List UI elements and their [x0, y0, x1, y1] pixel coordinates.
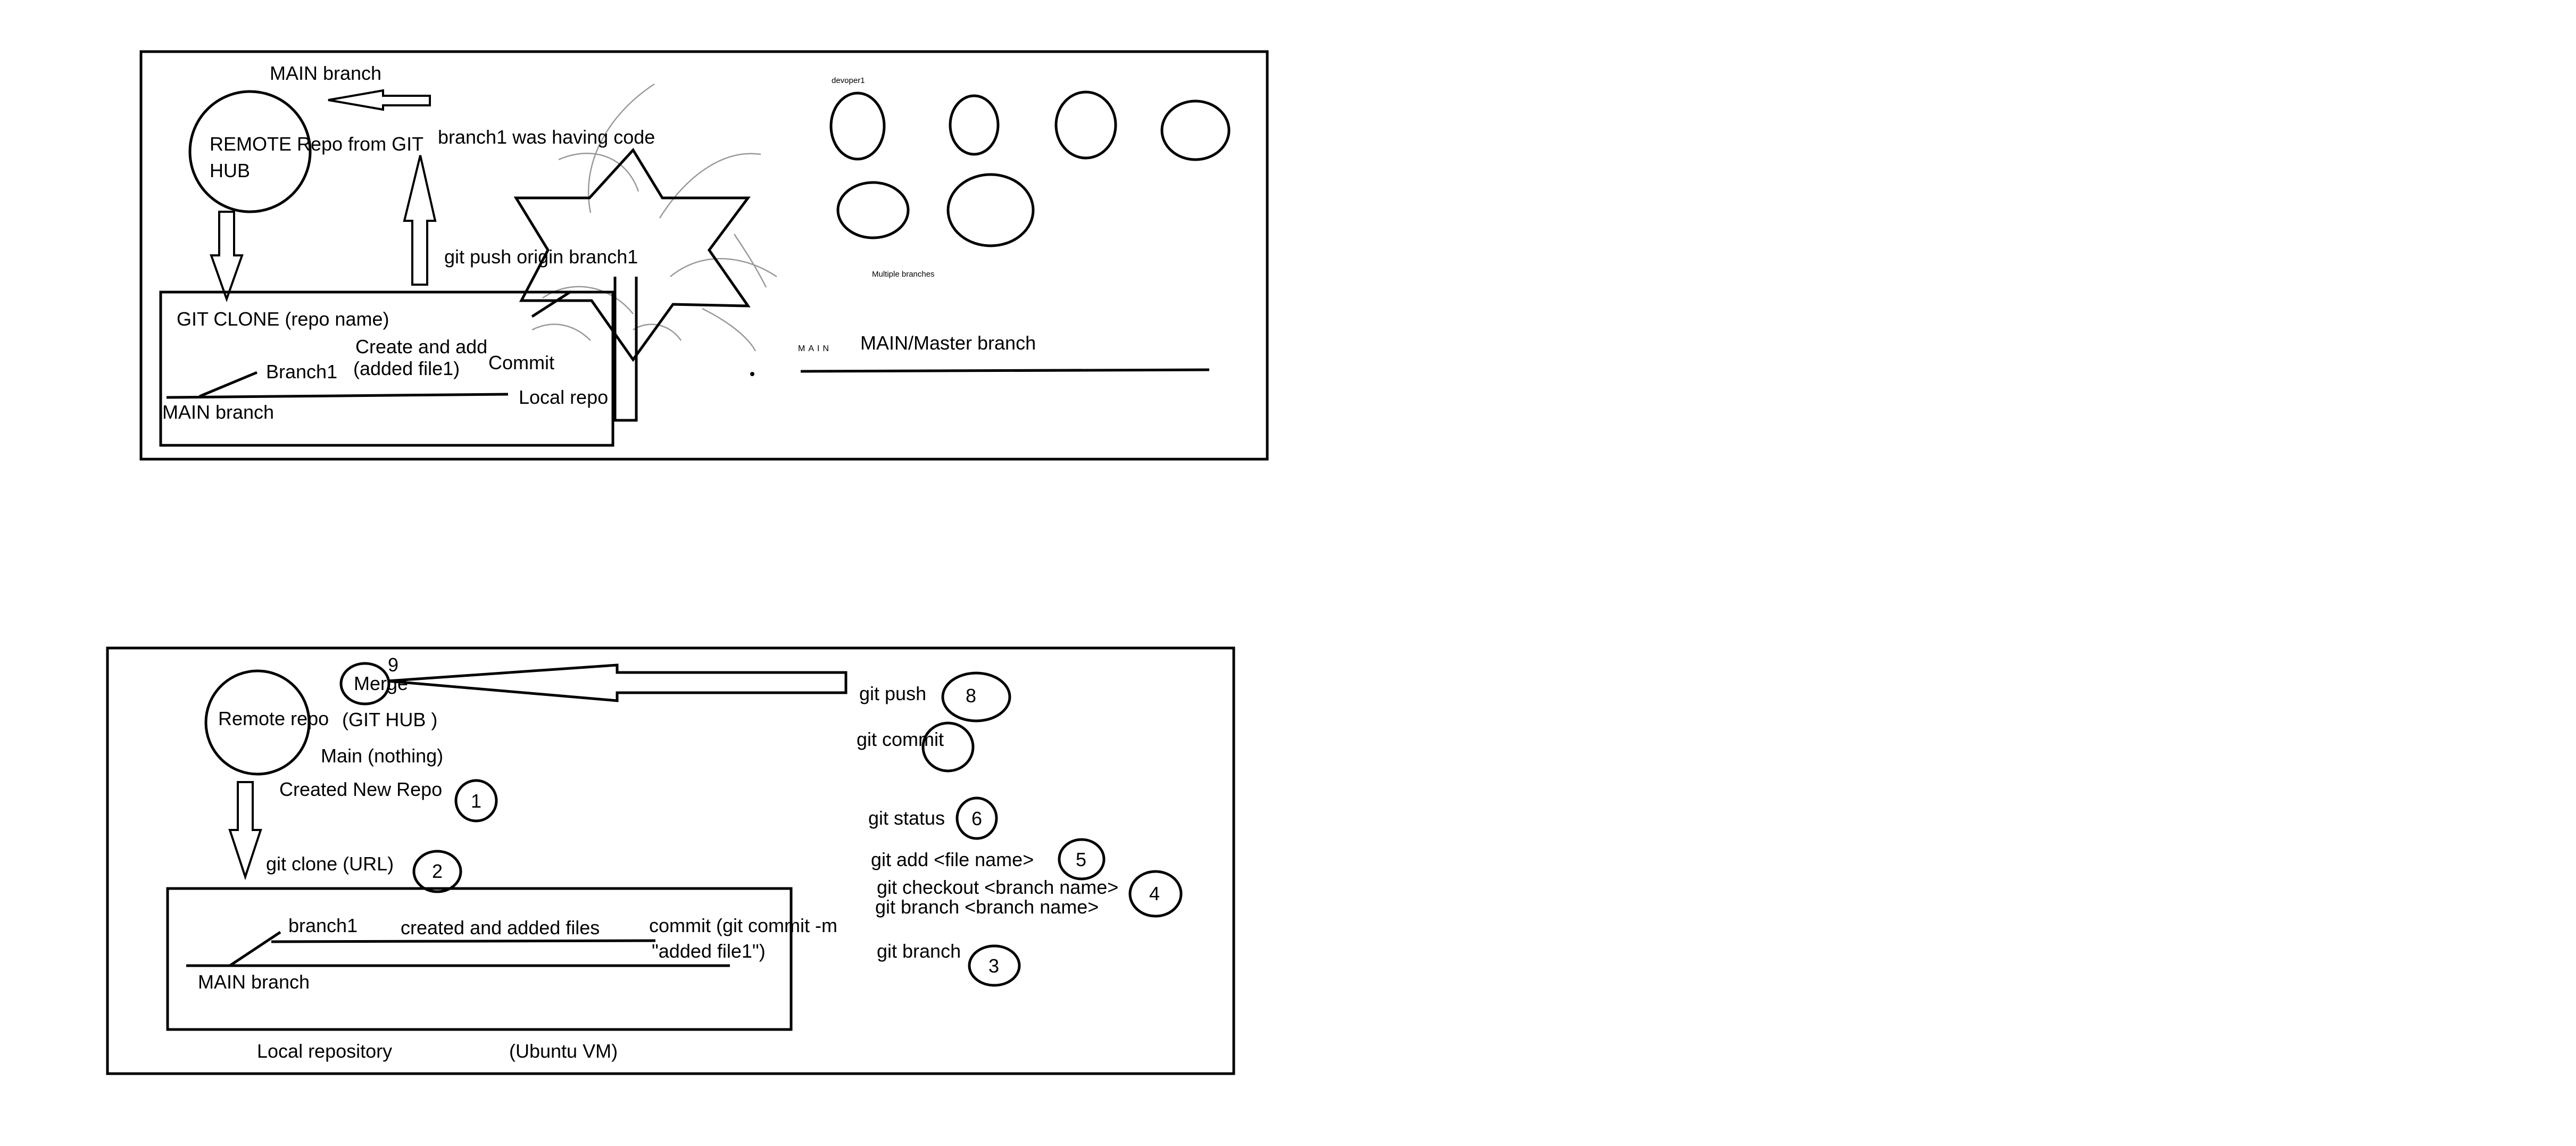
- remote-repo-label-line2: HUB: [210, 160, 250, 181]
- step-2-number: 2: [432, 860, 443, 882]
- step-1-circle: [454, 779, 498, 823]
- multiple-branches-label: Multiple branches: [872, 270, 935, 279]
- connector-bar: [613, 277, 638, 422]
- branch-ellipse-5: [836, 181, 910, 239]
- step-3-number: 3: [988, 955, 999, 977]
- created-new-repo-label: Created New Repo: [279, 778, 442, 800]
- git-status-label: git status: [868, 807, 945, 829]
- merge-arrow: [387, 663, 847, 702]
- branch-ellipse-1: [829, 92, 886, 161]
- commit-cmd-line2: "added file1"): [652, 940, 766, 962]
- bottom-main-branch-label: MAIN branch: [198, 971, 310, 993]
- create-add-line2: (added file1): [353, 358, 460, 379]
- git-push-label: git push: [859, 683, 926, 704]
- local-repository-label: Local repository: [257, 1040, 392, 1062]
- main-nothing-label: Main (nothing): [321, 745, 443, 767]
- branch-ellipse-2: [949, 94, 1000, 156]
- top-branch1-line: [199, 371, 257, 398]
- branch-ellipse-6: [946, 173, 1035, 247]
- branch-ellipse-4: [1160, 99, 1231, 161]
- top-main-branch-line: [166, 393, 509, 399]
- step-8-number: 8: [966, 685, 976, 707]
- bottom-local-repo-box: [166, 887, 793, 1031]
- step-6-number: 6: [971, 808, 982, 829]
- bottom-clone-arrow: [228, 781, 262, 881]
- remote-repo-ellipse: [188, 90, 312, 213]
- ubuntu-vm-label: (Ubuntu VM): [509, 1040, 618, 1062]
- step-9-number: 9: [388, 654, 398, 676]
- github-label: (GIT HUB ): [342, 709, 437, 730]
- branch-ellipse-3: [1054, 90, 1117, 160]
- faded-main-label: MAIN: [798, 344, 832, 353]
- created-added-label: created and added files: [401, 917, 600, 939]
- merge-circle: [339, 662, 390, 705]
- push-up-arrow: [403, 155, 437, 286]
- remote-repo-label-line1: REMOTE Repo from GIT: [210, 133, 423, 155]
- local-repo-label: Local repo: [519, 386, 608, 408]
- branch1-label: Branch1: [266, 361, 337, 383]
- git-add-label: git add <file name>: [871, 849, 1034, 870]
- git-branch-name-label: git branch <branch name>: [875, 896, 1099, 918]
- git-clone-label: GIT CLONE (repo name): [177, 308, 389, 330]
- top-local-repo-box: [159, 290, 614, 447]
- bottom-panel-frame: [106, 646, 1235, 1075]
- commit-label: Commit: [488, 352, 554, 373]
- git-commit-label: git commit: [857, 728, 944, 750]
- star-shape: [513, 147, 751, 362]
- step-5-circle: [1058, 838, 1106, 881]
- small-dot: [750, 372, 754, 376]
- connector-stroke: [531, 290, 572, 318]
- step-3-circle: [968, 944, 1021, 987]
- step-7-circle: [921, 721, 975, 773]
- local-main-branch-label: MAIN branch: [162, 401, 274, 423]
- main-master-label: MAIN/Master branch: [860, 332, 1036, 354]
- step-1-number: 1: [471, 790, 481, 812]
- step-5-number: 5: [1076, 849, 1086, 870]
- step-4-number: 4: [1149, 883, 1160, 904]
- git-branch-label: git branch: [877, 940, 961, 962]
- main-master-line: [800, 368, 1210, 373]
- bottom-branch1-line: [271, 939, 656, 943]
- top-panel-frame: [139, 50, 1269, 461]
- step-4-circle: [1128, 870, 1183, 918]
- developer-label: devoper1: [832, 76, 865, 85]
- top-main-branch-label: MAIN branch: [270, 62, 381, 84]
- bottom-remote-repo-ellipse: [204, 669, 311, 776]
- branch1-note: branch1 was having code: [438, 126, 655, 148]
- git-clone-url-label: git clone (URL): [266, 853, 394, 875]
- bottom-branch-diagonal: [229, 931, 281, 967]
- main-branch-arrow: [328, 89, 431, 111]
- push-origin-label: git push origin branch1: [444, 246, 638, 268]
- step-2-circle: [412, 850, 462, 893]
- git-checkout-label: git checkout <branch name>: [877, 876, 1118, 898]
- faint-scribbles: [531, 83, 777, 352]
- bottom-remote-repo-label: Remote repo: [218, 708, 329, 729]
- commit-cmd-line1: commit (git commit -m: [649, 915, 837, 936]
- bottom-branch1-label: branch1: [288, 915, 358, 936]
- step-8-circle: [941, 671, 1011, 723]
- step-6-circle: [955, 796, 998, 840]
- clone-down-arrow: [210, 211, 244, 302]
- merge-label: Merge: [354, 672, 408, 694]
- create-add-line1: Create and add: [355, 336, 487, 358]
